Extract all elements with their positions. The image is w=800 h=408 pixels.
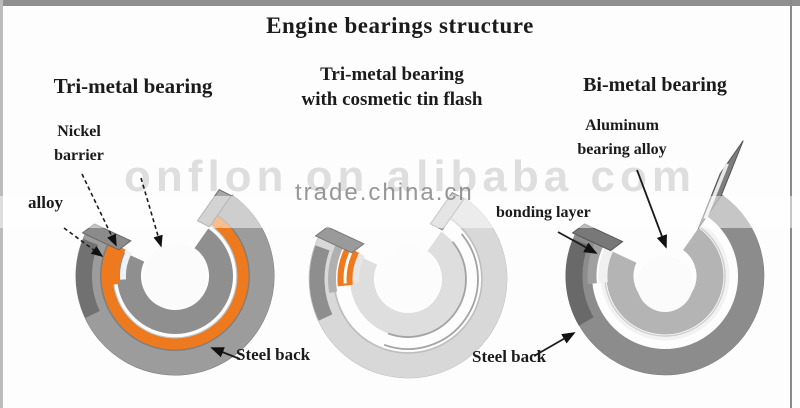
bore-hole xyxy=(376,247,440,311)
bonding-layer-arc xyxy=(600,223,730,341)
layer-separator xyxy=(604,226,726,337)
top-frame-bar xyxy=(0,0,800,6)
contour-line xyxy=(387,241,467,338)
label-aluminum-bearing-alloy: Aluminum bearing alloy xyxy=(577,117,667,158)
aluminum-bore-surface xyxy=(606,228,724,335)
label-nickel-barrier: Nickel barrier xyxy=(54,123,104,164)
inner-light-strip xyxy=(353,253,365,283)
watermark-band xyxy=(0,196,800,228)
contour-line xyxy=(383,233,479,350)
layer-separator xyxy=(100,214,250,351)
arrow-aluminum-alloy xyxy=(636,169,667,249)
bore-hole xyxy=(143,244,207,308)
heading-line-2: with cosmetic tin flash xyxy=(301,89,483,110)
label-bonding-layer: bonding layer xyxy=(496,204,591,221)
outer-wall-shadow xyxy=(75,238,100,318)
layer-separator xyxy=(333,217,483,354)
page-title: Engine bearings structure xyxy=(266,13,534,38)
heading-tri-metal-bearing: Tri-metal bearing xyxy=(53,74,213,98)
tri-metal-tin-flash-bearing-diagram xyxy=(308,192,508,379)
label-alloy: alloy xyxy=(28,193,63,212)
nickel-barrier-strip xyxy=(120,250,132,280)
arrow-bonding-layer xyxy=(557,231,598,254)
arrow-alloy xyxy=(63,227,104,257)
watermark-alibaba: onflon on alibaba com xyxy=(124,152,696,201)
arrow-nickel-barrier xyxy=(81,173,117,247)
arrow-steel-back-left xyxy=(210,347,241,360)
tri-metal-bearing-diagram xyxy=(75,189,275,376)
outer-wall-shadow xyxy=(309,245,333,321)
arrow-overlay-surface xyxy=(140,177,163,248)
heading-tri-metal-tin-flash: Tri-metal bearing with cosmetic tin flas… xyxy=(278,62,506,112)
heading-line-1: Tri-metal bearing xyxy=(320,64,464,85)
bore-hole xyxy=(637,256,693,312)
label-steel-back-right: Steel back xyxy=(472,347,547,366)
label-steel-back-left: Steel back xyxy=(236,345,311,364)
bore-surface xyxy=(117,228,233,334)
heading-bi-metal-bearing: Bi-metal bearing xyxy=(583,74,727,96)
outer-wall-shadow xyxy=(565,238,594,326)
bi-metal-bearing-diagram xyxy=(565,140,765,376)
arrow-steel-back-right xyxy=(533,332,576,357)
alloy-layer xyxy=(101,215,249,350)
layer-separator xyxy=(112,224,238,339)
watermark-trade-china: trade.china.cn xyxy=(295,179,474,206)
bore-surface xyxy=(350,231,466,337)
end-tip-face xyxy=(314,226,365,254)
